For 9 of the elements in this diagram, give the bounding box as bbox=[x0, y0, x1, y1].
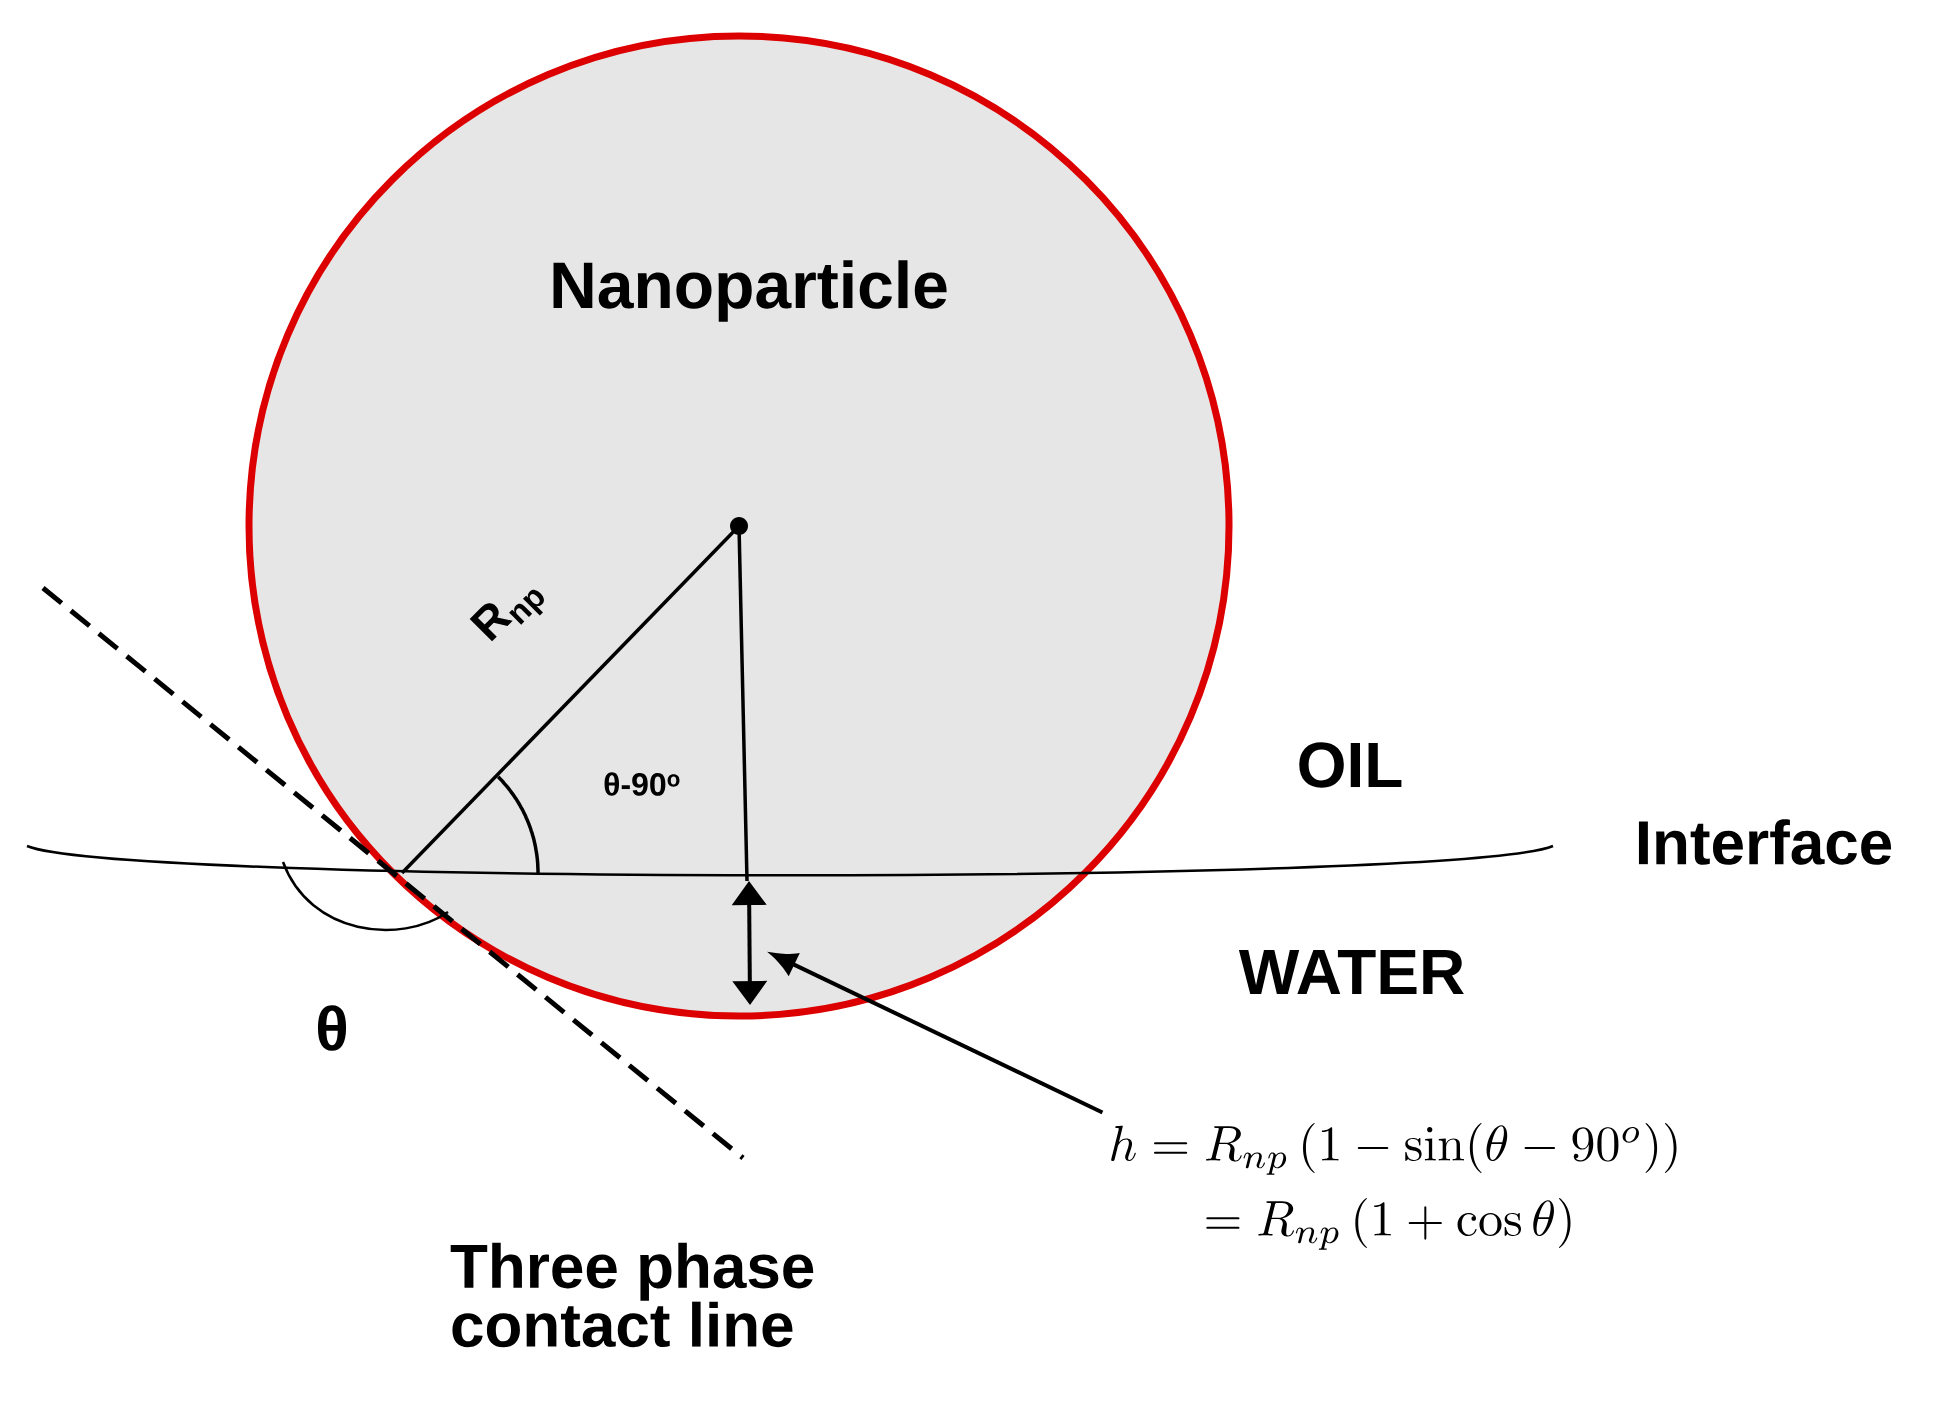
phase-label: OIL bbox=[1299, 742, 1402, 788]
particle-label: Nanoparticle bbox=[553, 260, 947, 322]
radius-label: R$_{np}$ bbox=[469, 589, 544, 642]
interface-label: Interface bbox=[1638, 819, 1892, 865]
phase-label: WATER bbox=[1238, 950, 1464, 995]
angle-label: θ bbox=[318, 1005, 347, 1051]
angle-label: θ-90$^{o}$ bbox=[604, 772, 680, 796]
formula: $h=R_{np}\left(1-\sin(\theta-90^{o})\right)$ $=R_{np}\left(1+\cos\theta\right)$ bbox=[1111, 1123, 1677, 1250]
contact-line-label: Three phase contact line bbox=[450, 1242, 814, 1348]
